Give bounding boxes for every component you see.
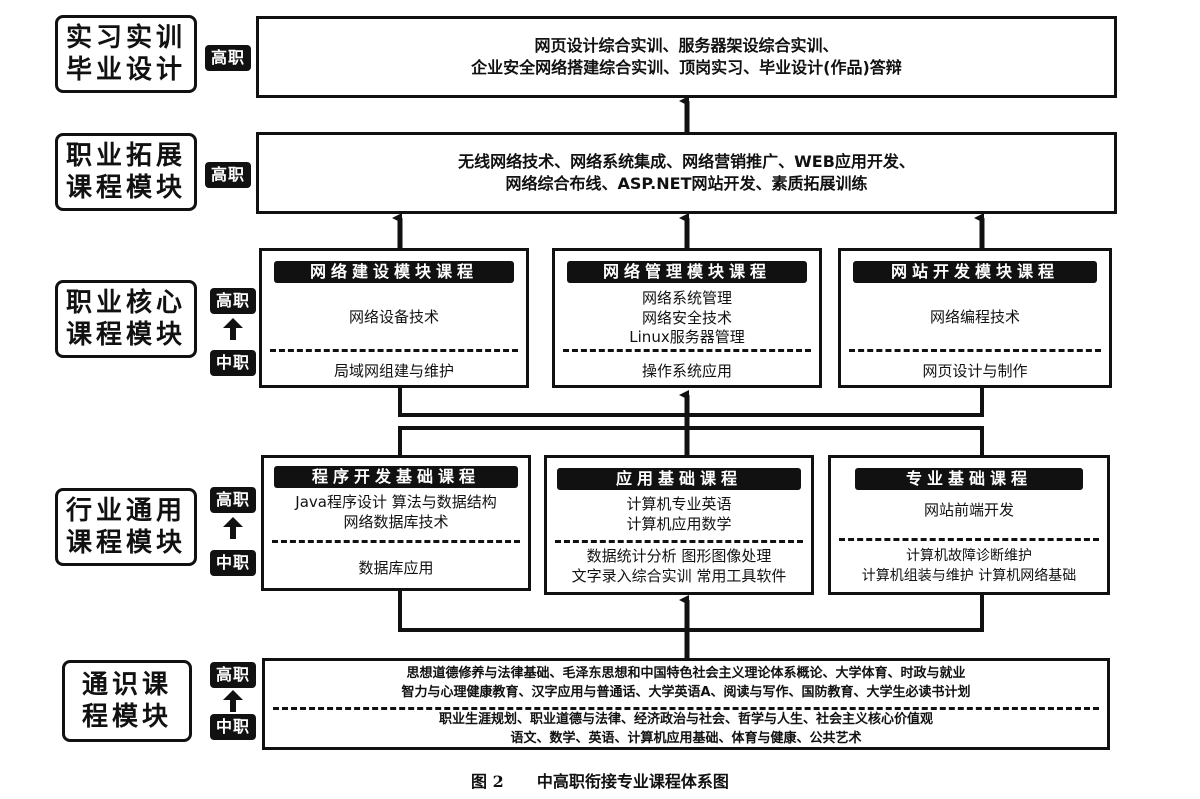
module-upper-text: 网络编程技术 [841, 307, 1109, 327]
up-arrow-icon [223, 318, 243, 340]
badge-higher-vocational: 高职 [205, 162, 251, 188]
course-line: 思想道德修养与法律基础、毛泽东思想和中国特色社会主义理论体系概论、大学体育、时政… [406, 666, 966, 681]
category-line: 课程模块 [65, 173, 186, 203]
divider-dashed [563, 349, 811, 352]
course-line: 语文、数学、英语、计算机应用基础、体育与健康、公共艺术 [510, 730, 862, 746]
module-lower-text: 计算机故障诊断维护 计算机组装与维护 计算机网络基础 [831, 546, 1107, 587]
module-lower-text: 操作系统应用 [555, 361, 819, 381]
course-item: 网站前端开发 [923, 501, 1014, 519]
category-career-extension: 职业拓展 课程模块 [55, 133, 197, 211]
up-arrow-icon [223, 690, 243, 712]
category-line: 程模块 [81, 702, 172, 732]
module-upper-text: 网络系统管理 网络安全技术 Linux服务器管理 [555, 289, 819, 348]
badge-secondary-vocational: 中职 [210, 350, 256, 376]
module-professional-basics: 专业基础课程 网站前端开发 计算机故障诊断维护 计算机组装与维护 计算机网络基础 [828, 455, 1110, 595]
category-line: 毕业设计 [65, 55, 186, 85]
badge-higher-vocational: 高职 [210, 288, 256, 314]
category-line: 课程模块 [65, 320, 186, 350]
module-application-basics: 应用基础课程 计算机专业英语 计算机应用数学 数据统计分析 图形图像处理 文字录… [544, 455, 814, 595]
course-item: 网络数据库技术 [343, 513, 449, 532]
module-title: 网站开发模块课程 [853, 261, 1097, 283]
module-lower-text: 网页设计与制作 [841, 361, 1109, 381]
module-upper-text: Java程序设计 算法与数据结构 网络数据库技术 [264, 492, 528, 533]
course-item: 计算机组装与维护 计算机网络基础 [861, 568, 1077, 585]
badge-secondary-vocational: 中职 [210, 714, 256, 740]
module-network-management: 网络管理模块课程 网络系统管理 网络安全技术 Linux服务器管理 操作系统应用 [552, 248, 822, 388]
figure-caption: 图 2 中高职衔接专业课程体系图 [0, 768, 1200, 792]
content-text: 无线网络技术、网络系统集成、网络营销推广、WEB应用开发、 网络综合布线、ASP… [259, 151, 1114, 194]
figure-title: 中高职衔接专业课程体系图 [536, 772, 729, 791]
category-general-education: 通识课 程模块 [62, 660, 192, 742]
course-item: 操作系统应用 [641, 362, 732, 380]
category-line: 课程模块 [65, 528, 186, 558]
course-item: 网络系统管理 [641, 289, 732, 307]
course-item: 计算机应用数学 [626, 515, 732, 534]
divider-dashed [849, 349, 1101, 352]
course-item: Linux服务器管理 [629, 328, 745, 346]
content-line: 网络综合布线、ASP.NET网站开发、素质拓展训练 [505, 173, 868, 193]
module-title: 程序开发基础课程 [274, 466, 518, 488]
course-item: 计算机故障诊断维护 [906, 548, 1032, 564]
figure-number: 图 2 [471, 772, 504, 791]
module-lower-text: 局域网组建与维护 [262, 361, 526, 381]
content-box-internship: 网页设计综合实训、服务器架设综合实训、 企业安全网络搭建综合实训、顶岗实习、毕业… [256, 16, 1117, 98]
module-lower-text: 数据库应用 [264, 558, 528, 578]
course-item: 网络设备技术 [348, 308, 439, 326]
course-item: Java程序设计 算法与数据结构 [295, 493, 497, 511]
course-item: 网页设计与制作 [922, 362, 1028, 380]
category-industry-general: 行业通用 课程模块 [55, 488, 197, 566]
module-lower-text: 数据统计分析 图形图像处理 文字录入综合实训 常用工具软件 [547, 546, 811, 587]
course-item: 局域网组建与维护 [333, 362, 454, 380]
badge-higher-vocational: 高职 [210, 487, 256, 513]
module-title: 应用基础课程 [557, 468, 801, 490]
category-internship-graduation: 实习实训 毕业设计 [55, 15, 197, 93]
category-line: 通识课 [81, 669, 172, 700]
content-box-career-extension: 无线网络技术、网络系统集成、网络营销推广、WEB应用开发、 网络综合布线、ASP… [256, 132, 1117, 214]
course-item: 数据库应用 [358, 559, 434, 577]
badge-secondary-vocational: 中职 [210, 550, 256, 576]
course-line: 智力与心理健康教育、汉字应用与普通话、大学英语A、阅读与写作、国防教育、大学生必… [401, 684, 971, 700]
content-box-general-education: 思想道德修养与法律基础、毛泽东思想和中国特色社会主义理论体系概论、大学体育、时政… [262, 658, 1110, 750]
module-website-development: 网站开发模块课程 网络编程技术 网页设计与制作 [838, 248, 1112, 388]
module-program-development: 程序开发基础课程 Java程序设计 算法与数据结构 网络数据库技术 数据库应用 [261, 455, 531, 591]
divider-dashed [555, 540, 803, 543]
category-line: 职业拓展 [65, 140, 186, 171]
course-item: 网络编程技术 [929, 308, 1020, 326]
module-upper-text: 网络设备技术 [262, 307, 526, 327]
course-line: 职业生涯规划、职业道德与法律、经济政治与社会、哲学与人生、社会主义核心价值观 [438, 712, 933, 727]
module-upper-text: 计算机专业英语 计算机应用数学 [547, 494, 811, 535]
content-upper-text: 思想道德修养与法律基础、毛泽东思想和中国特色社会主义理论体系概论、大学体育、时政… [265, 665, 1107, 703]
badge-higher-vocational: 高职 [210, 662, 256, 688]
divider-dashed [270, 349, 518, 352]
module-title: 专业基础课程 [855, 468, 1083, 490]
divider-dashed [272, 540, 520, 543]
module-title: 网络管理模块课程 [567, 261, 807, 283]
course-item: 计算机专业英语 [626, 495, 732, 513]
course-item: 文字录入综合实训 常用工具软件 [571, 567, 787, 586]
up-arrow-icon [223, 517, 243, 539]
divider-dashed [273, 707, 1099, 710]
category-line: 职业核心 [65, 287, 186, 318]
category-line: 实习实训 [65, 22, 186, 53]
module-title: 网络建设模块课程 [274, 261, 514, 283]
content-line: 网页设计综合实训、服务器架设综合实训、 [534, 36, 839, 55]
badge-higher-vocational: 高职 [205, 45, 251, 71]
category-career-core: 职业核心 课程模块 [55, 280, 197, 358]
divider-dashed [839, 538, 1099, 541]
content-line: 企业安全网络搭建综合实训、顶岗实习、毕业设计(作品)答辩 [471, 57, 902, 77]
content-text: 网页设计综合实训、服务器架设综合实训、 企业安全网络搭建综合实训、顶岗实习、毕业… [259, 35, 1114, 78]
module-network-construction: 网络建设模块课程 网络设备技术 局域网组建与维护 [259, 248, 529, 388]
category-line: 行业通用 [65, 495, 186, 526]
course-item: 网络安全技术 [641, 308, 732, 327]
content-lower-text: 职业生涯规划、职业道德与法律、经济政治与社会、哲学与人生、社会主义核心价值观 语… [265, 711, 1107, 749]
content-line: 无线网络技术、网络系统集成、网络营销推广、WEB应用开发、 [458, 152, 915, 171]
course-item: 数据统计分析 图形图像处理 [586, 547, 772, 565]
module-upper-text: 网站前端开发 [831, 500, 1107, 520]
